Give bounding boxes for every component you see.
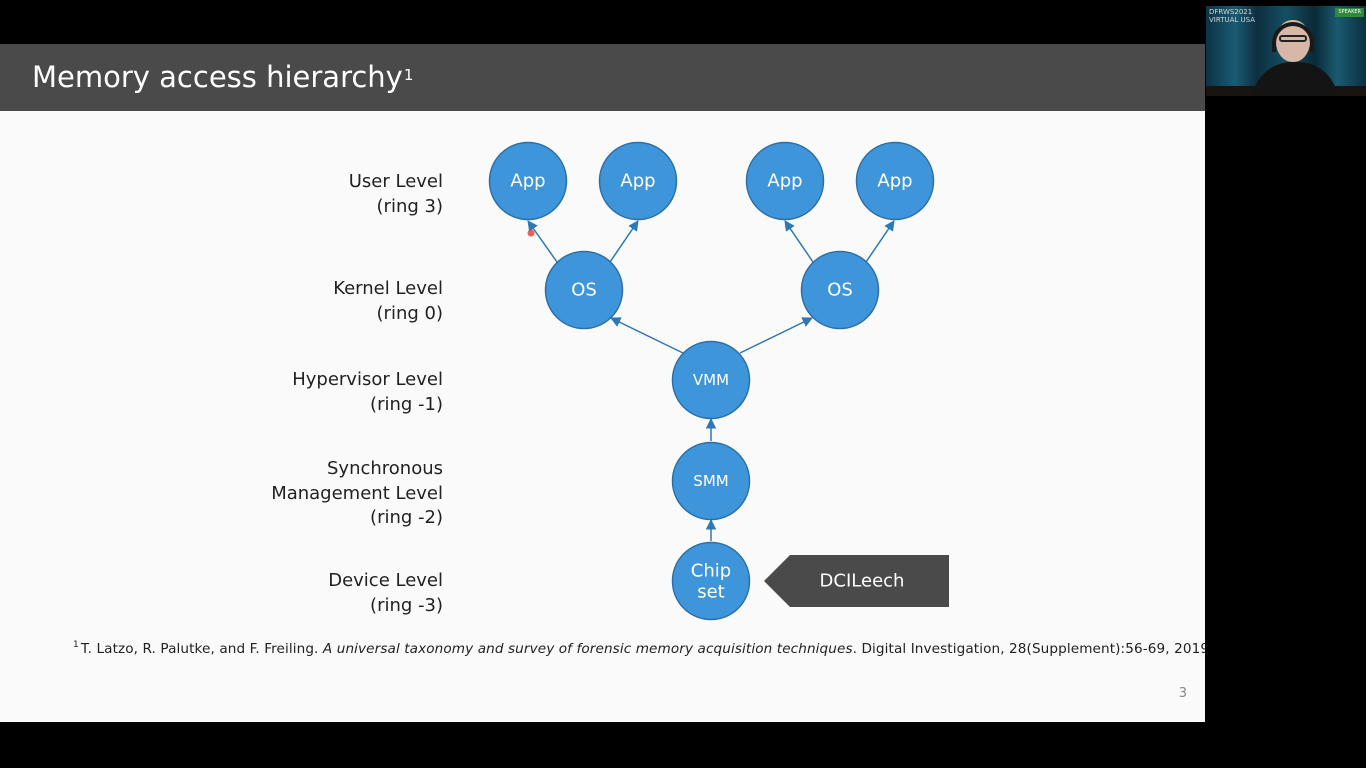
edge-osright-app4 xyxy=(865,220,895,263)
glasses-icon xyxy=(1279,35,1307,42)
level-label-user: User Level (ring 3) xyxy=(348,171,443,217)
node-app4: App xyxy=(855,141,935,221)
node-app4-label: App xyxy=(877,171,912,192)
laser-pointer-dot xyxy=(527,229,535,237)
node-vmm: VMM xyxy=(671,340,751,420)
speaker-webcam: DFRWS2021 VIRTUAL USA SPEAKER xyxy=(1206,6,1366,96)
edge-osleft-app2 xyxy=(609,220,639,263)
node-vmm-label: VMM xyxy=(693,371,729,389)
title-footnote-mark: 1 xyxy=(403,66,414,84)
node-chipset-label-line2: set xyxy=(697,582,725,603)
level-label-kernel: Kernel Level (ring 0) xyxy=(333,278,443,324)
node-chipset: Chip set xyxy=(671,541,751,621)
edge-osright-app3 xyxy=(784,220,814,263)
level-label-hypervisor: Hypervisor Level (ring -1) xyxy=(292,369,443,415)
footnote-authors: T. Latzo, R. Palutke, and F. Freiling. xyxy=(80,641,323,657)
slide-title: Memory access hierarchy1 xyxy=(32,58,413,96)
node-chipset-label-line1: Chip xyxy=(691,561,731,582)
node-app1: App xyxy=(488,141,568,221)
node-smm-label: SMM xyxy=(693,472,728,490)
node-app2: App xyxy=(598,141,678,221)
edge-osleft-app1 xyxy=(527,220,558,263)
node-os-right-label: OS xyxy=(827,280,853,301)
footnote-title: A universal taxonomy and survey of foren… xyxy=(322,641,853,657)
webcam-speaker-badge: SPEAKER xyxy=(1335,8,1364,17)
level-label-smm: Synchronous Management Level (ring -2) xyxy=(271,458,443,528)
node-smm: SMM xyxy=(671,441,751,521)
page-number: 3 xyxy=(1178,686,1187,701)
footnote-mark: 1 xyxy=(73,640,79,650)
node-os-left: OS xyxy=(544,250,624,330)
headset-icon xyxy=(1272,22,1314,52)
slide-title-text: Memory access hierarchy xyxy=(32,60,403,94)
level-label-device: Device Level (ring -3) xyxy=(328,570,443,616)
node-app1-label: App xyxy=(510,171,545,192)
node-app2-label: App xyxy=(620,171,655,192)
node-os-right: OS xyxy=(800,250,880,330)
edge-vmm-osright xyxy=(739,317,813,354)
dcileech-callout: DCILeech xyxy=(764,555,949,607)
title-bar: Memory access hierarchy1 xyxy=(0,44,1205,111)
dcileech-label: DCILeech xyxy=(820,571,905,592)
webcam-event-logo: DFRWS2021 VIRTUAL USA xyxy=(1209,8,1256,24)
node-os-left-label: OS xyxy=(571,280,597,301)
webcam-speaker-body xyxy=(1252,62,1338,96)
footnote-source: . Digital Investigation, 28(Supplement):… xyxy=(852,641,1205,657)
slide: Memory access hierarchy1 User Level (rin… xyxy=(0,44,1205,722)
node-app3: App xyxy=(745,141,825,221)
node-app3-label: App xyxy=(767,171,802,192)
diagram-edges xyxy=(527,220,895,541)
hierarchy-diagram: App App App App OS OS VMM SMM xyxy=(488,141,949,621)
edge-vmm-osleft xyxy=(610,317,684,354)
